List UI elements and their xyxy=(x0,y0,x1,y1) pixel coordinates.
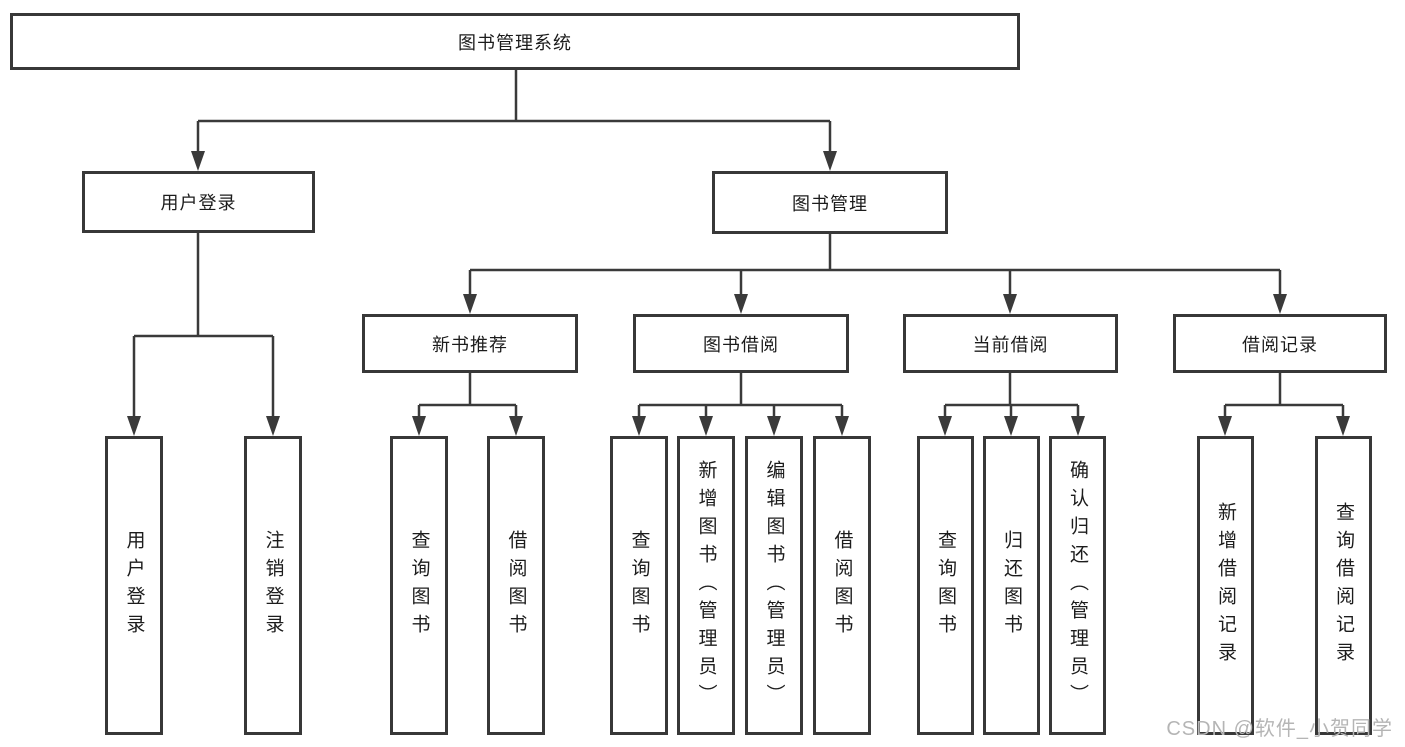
leaf-borrow-books-2: 借阅图书 xyxy=(813,436,871,735)
leaf-add-book-admin-label: 新增图书（管理员） xyxy=(695,459,717,712)
node-new-book-recommend: 新书推荐 xyxy=(362,314,578,373)
node-borrow-records: 借阅记录 xyxy=(1173,314,1387,373)
leaf-logout-label: 注销登录 xyxy=(262,529,284,642)
leaf-query-books-2: 查询图书 xyxy=(610,436,668,735)
leaf-confirm-return-admin: 确认归还（管理员） xyxy=(1049,436,1106,735)
leaf-logout: 注销登录 xyxy=(244,436,302,735)
node-borrow-records-label: 借阅记录 xyxy=(1242,334,1318,355)
leaf-query-books-3-label: 查询图书 xyxy=(935,529,956,642)
leaf-query-books-3: 查询图书 xyxy=(917,436,974,735)
node-user-login-label: 用户登录 xyxy=(160,193,237,213)
leaf-borrow-books-2-label: 借阅图书 xyxy=(831,529,853,642)
leaf-query-books-1-label: 查询图书 xyxy=(408,529,430,642)
node-current-borrow: 当前借阅 xyxy=(903,314,1118,373)
leaf-add-book-admin: 新增图书（管理员） xyxy=(677,436,735,735)
node-current-borrow-label: 当前借阅 xyxy=(972,334,1049,355)
node-new-book-recommend-label: 新书推荐 xyxy=(432,334,508,355)
tree-edges xyxy=(132,70,1345,418)
node-book-borrow: 图书借阅 xyxy=(633,314,849,373)
node-book-management: 图书管理 xyxy=(712,171,948,234)
leaf-borrow-books-1: 借阅图书 xyxy=(487,436,545,735)
leaf-add-borrow-record-label: 新增借阅记录 xyxy=(1215,501,1236,670)
node-user-login: 用户登录 xyxy=(82,171,315,233)
node-root: 图书管理系统 xyxy=(10,13,1020,70)
leaf-query-books-2-label: 查询图书 xyxy=(628,529,650,642)
leaf-borrow-books-1-label: 借阅图书 xyxy=(505,529,527,642)
node-book-management-label: 图书管理 xyxy=(792,193,868,214)
leaf-query-borrow-record-label: 查询借阅记录 xyxy=(1333,501,1354,670)
leaf-add-borrow-record: 新增借阅记录 xyxy=(1197,436,1254,735)
leaf-confirm-return-admin-label: 确认归还（管理员） xyxy=(1067,459,1088,712)
leaf-return-books: 归还图书 xyxy=(983,436,1040,735)
node-root-label: 图书管理系统 xyxy=(458,32,572,53)
leaf-edit-book-admin: 编辑图书（管理员） xyxy=(745,436,803,735)
node-book-borrow-label: 图书借阅 xyxy=(703,334,779,355)
leaf-user-login-label: 用户登录 xyxy=(123,529,145,642)
leaf-query-borrow-record: 查询借阅记录 xyxy=(1315,436,1372,735)
leaf-user-login: 用户登录 xyxy=(105,436,163,735)
leaf-return-books-label: 归还图书 xyxy=(1001,529,1022,642)
leaf-query-books-1: 查询图书 xyxy=(390,436,448,735)
arrowheads xyxy=(127,151,1350,436)
leaf-edit-book-admin-label: 编辑图书（管理员） xyxy=(763,459,785,712)
